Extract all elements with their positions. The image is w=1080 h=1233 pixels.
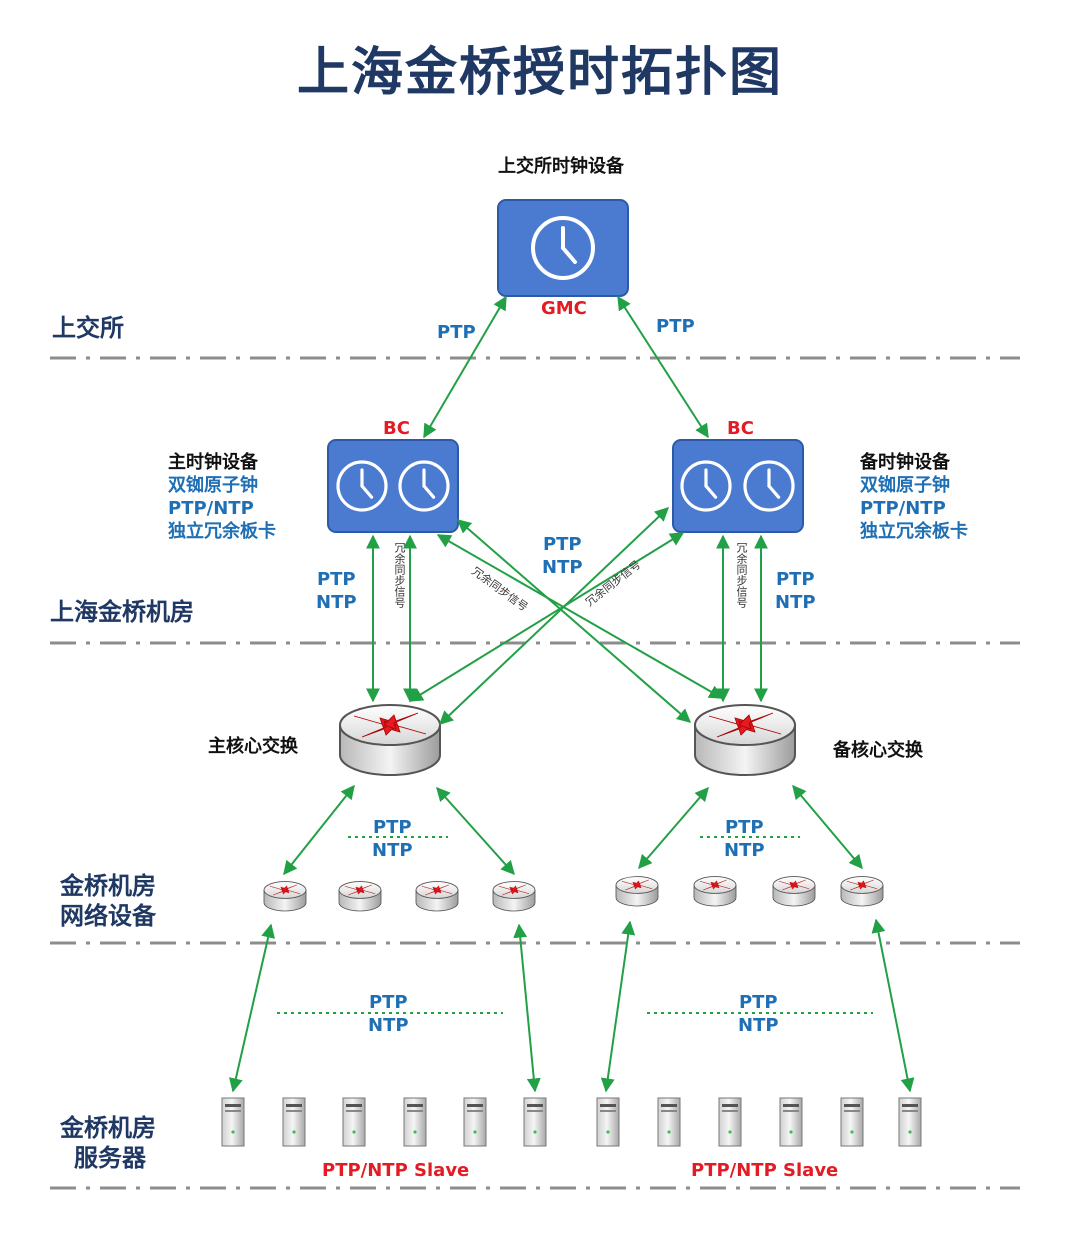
zone-label-line1: 金桥机房 (60, 1114, 156, 1142)
ptp-ntp-label: PTP NTP (542, 533, 583, 579)
bc-label: BC (383, 418, 410, 439)
redundant-sync-signal-label: 冗余同步信号 (735, 542, 748, 608)
gmc-caption: 上交所时钟设备 (498, 156, 624, 177)
zone-label-line2: 网络设备 (60, 902, 156, 930)
ptp-text: PTP (724, 817, 764, 838)
ntp-text: NTP (372, 840, 413, 861)
primary-clock-description: 主时钟设备 双铷原子钟 PTP/NTP 独立冗余板卡 (168, 448, 276, 543)
ptp-ntp-label: PTP NTP (368, 991, 409, 1037)
zone-label-line1: 金桥机房 (60, 872, 156, 900)
ntp-text: NTP (738, 1015, 779, 1036)
backup-core-switch (694, 704, 796, 776)
ptp-ntp-label: PTP NTP (724, 816, 765, 862)
ntp-text: NTP (724, 840, 765, 861)
ntp-text: NTP (316, 592, 357, 613)
zone-label-servers: 金桥机房 服务器 (60, 1113, 156, 1173)
ntp-text: NTP (368, 1015, 409, 1036)
ptp-ntp-label: PTP NTP (372, 816, 413, 862)
feature-item: 双铷原子钟 (860, 475, 950, 496)
feature-item: 独立冗余板卡 (860, 521, 968, 542)
ptp-text: PTP (775, 569, 815, 590)
diagram-title: 上海金桥授时拓扑图 (296, 43, 783, 103)
gmc-clock-device (497, 199, 629, 297)
server-rack (221, 1097, 922, 1147)
feature-item: 双铷原子钟 (168, 475, 258, 496)
gmc-label: GMC (541, 298, 587, 319)
ptp-ntp-label: PTP NTP (316, 568, 357, 614)
feature-item: PTP/NTP (860, 498, 946, 519)
primary-clock-title: 主时钟设备 (168, 452, 258, 473)
backup-clock-description: 备时钟设备 双铷原子钟 PTP/NTP 独立冗余板卡 (860, 448, 968, 543)
feature-item: 独立冗余板卡 (168, 521, 276, 542)
backup-core-switch-label: 备核心交换 (833, 740, 923, 761)
ntp-text: NTP (542, 557, 583, 578)
zone-label-jinqiao-room: 上海金桥机房 (50, 598, 194, 626)
primary-core-switch (339, 704, 441, 776)
feature-item: PTP/NTP (168, 498, 254, 519)
ptp-text: PTP (542, 534, 582, 555)
bc-label: BC (727, 418, 754, 439)
sync-arrows (228, 295, 915, 1093)
ptp-label: PTP (656, 316, 695, 337)
ptp-ntp-slave-label: PTP/NTP Slave (691, 1160, 839, 1181)
ptp-text: PTP (738, 992, 778, 1013)
zone-label-sse: 上交所 (52, 314, 124, 342)
redundant-sync-signal-label: 冗余同步信号 (393, 542, 406, 608)
ptp-text: PTP (368, 992, 408, 1013)
ptp-label: PTP (437, 322, 476, 343)
ntp-text: NTP (775, 592, 816, 613)
ptp-ntp-label: PTP NTP (775, 568, 816, 614)
network-router (263, 876, 884, 912)
zone-label-network-devices: 金桥机房 网络设备 (60, 871, 156, 931)
primary-core-switch-label: 主核心交换 (208, 736, 298, 757)
primary-bc-clock-device (327, 439, 459, 533)
backup-bc-clock-device (672, 439, 804, 533)
ptp-ntp-slave-label: PTP/NTP Slave (322, 1160, 470, 1181)
ptp-text: PTP (316, 569, 356, 590)
protocol-underline (277, 836, 873, 1014)
ptp-text: PTP (372, 817, 412, 838)
ptp-ntp-label: PTP NTP (738, 991, 779, 1037)
zone-label-line2: 服务器 (74, 1144, 146, 1172)
backup-clock-title: 备时钟设备 (860, 452, 950, 473)
